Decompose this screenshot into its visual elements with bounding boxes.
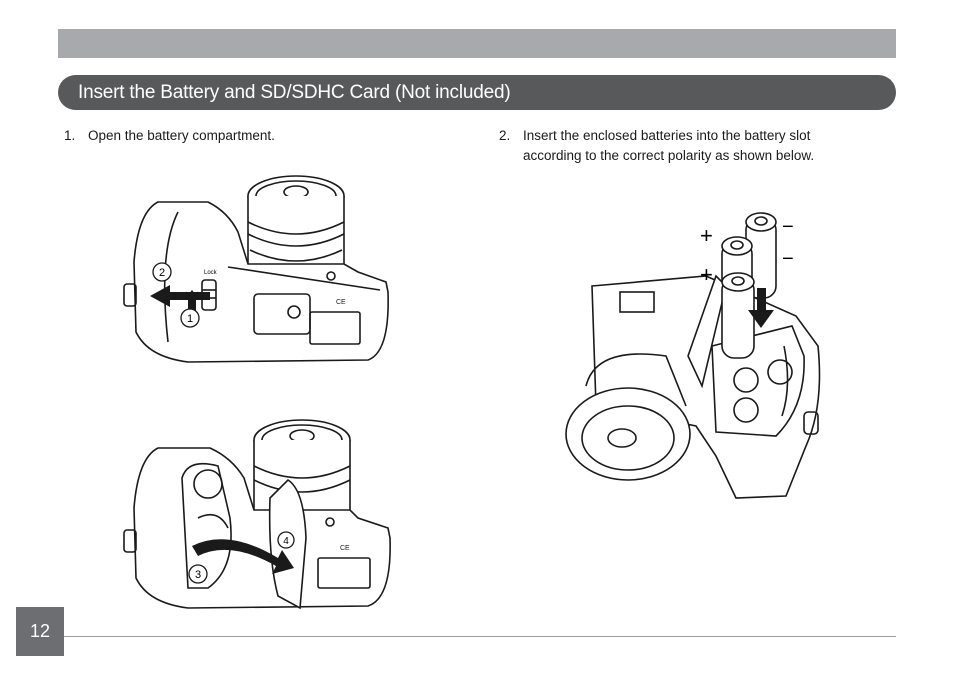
minus-sign: − — [782, 216, 794, 238]
step-number: 2. — [499, 128, 511, 143]
plus-sign: + — [700, 223, 713, 248]
camera-open-latch-illustration: CE 2 1 Lock — [123, 175, 389, 363]
battery-insert-illustration: + + − − — [565, 212, 821, 499]
camera-door-open-illustration: CE 3 4 — [123, 419, 391, 610]
callout-circle — [277, 531, 295, 549]
section-title: Insert the Battery and SD/SDHC Card (Not… — [58, 75, 896, 110]
callout-circle — [152, 262, 172, 282]
callout-circle — [180, 308, 200, 328]
callout-3: 3 — [195, 569, 201, 581]
svg-text:CE: CE — [340, 545, 350, 552]
callout-4: 4 — [283, 536, 289, 547]
page-number: 12 — [16, 607, 64, 656]
step-number: 1. — [64, 128, 76, 143]
callout-circle — [188, 564, 208, 584]
step-text: Open the battery compartment. — [88, 128, 275, 143]
plus-sign: + — [700, 262, 713, 287]
minus-sign: − — [782, 248, 794, 270]
callout-2: 2 — [159, 267, 165, 279]
header-bar — [58, 29, 896, 58]
svg-text:CE: CE — [336, 299, 346, 306]
footer-divider — [64, 636, 896, 637]
step-text: Insert the enclosed batteries into the b… — [523, 128, 815, 163]
latch-label: Lock — [204, 270, 218, 276]
callout-1: 1 — [187, 313, 193, 325]
